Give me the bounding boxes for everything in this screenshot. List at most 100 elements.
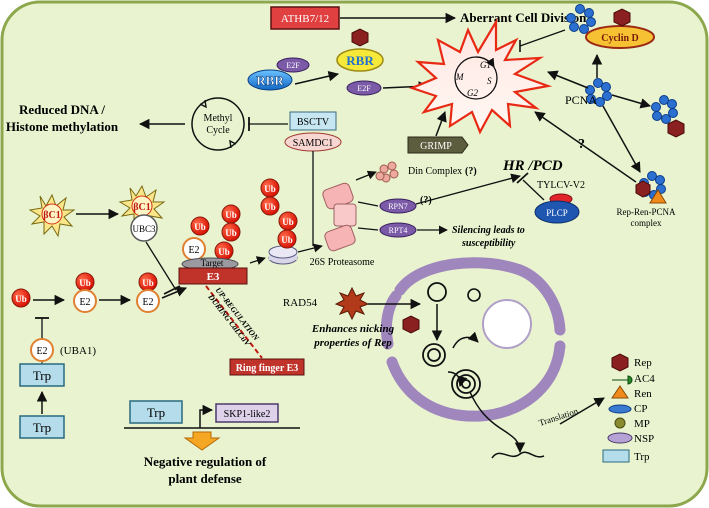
plcp-inhibit-bar bbox=[516, 172, 529, 184]
e2-to-e3-arrow bbox=[161, 286, 187, 299]
ub-chain-b: Ub bbox=[264, 202, 276, 212]
ub-chain-a: Ub bbox=[264, 184, 276, 194]
aberrant-label: Aberrant Cell Division bbox=[460, 10, 587, 25]
rep-ren-line1: Rep-Ren-PCNA bbox=[617, 207, 676, 217]
complex-to-cycle-arrow bbox=[534, 111, 637, 183]
upregulation-dashed-line bbox=[205, 285, 263, 359]
ub-complex-a: Ub bbox=[194, 222, 206, 232]
e2f-right: E2F bbox=[346, 80, 382, 96]
legend-ac4: AC4 bbox=[634, 373, 655, 385]
din-complex-label: Din Complex bbox=[408, 166, 462, 177]
ub-free: Ub bbox=[11, 288, 31, 308]
target-label: Target bbox=[201, 258, 224, 268]
e2-second: Ub E2 bbox=[136, 272, 160, 313]
pcna-cluster-top bbox=[566, 4, 596, 34]
cyclin-inhibit-line bbox=[519, 29, 566, 47]
methyl-cycle: Methyl Cycle bbox=[191, 97, 245, 151]
ubc3-badge: UBC3 bbox=[130, 214, 158, 242]
legend-rep: Rep bbox=[634, 357, 652, 369]
legend-trp: Trp bbox=[634, 451, 650, 463]
trp-box-lower: Trp bbox=[19, 415, 65, 439]
proteasome-icon bbox=[322, 182, 357, 252]
ub-free-label: Ub bbox=[15, 294, 27, 304]
e2-first: Ub E2 bbox=[73, 272, 97, 313]
legend-ren: Ren bbox=[634, 388, 652, 400]
rbr-release-arrow bbox=[294, 71, 340, 85]
e2-uba1: E2 (UBA1) bbox=[30, 338, 96, 362]
translation-arrow bbox=[559, 397, 605, 425]
din-complex-icon bbox=[375, 161, 399, 183]
proteasome-label: 26S Proteasome bbox=[310, 257, 375, 268]
rep-ren-pcna-complex: Rep-Ren-PCNA complex bbox=[617, 171, 676, 228]
nucleus bbox=[380, 257, 566, 422]
ub-complex-b: Ub bbox=[225, 210, 237, 220]
e2-uba1-label: E2 bbox=[36, 346, 47, 357]
tylcv-label: TYLCV-V2 bbox=[537, 180, 585, 191]
rep-near-pcna-icon bbox=[667, 119, 685, 138]
e2f-right-label: E2F bbox=[357, 84, 371, 93]
rad54-label: RAD54 bbox=[283, 297, 318, 309]
pcna-to-complex-arrow bbox=[602, 105, 641, 173]
legend-cp-icon bbox=[608, 404, 632, 414]
ring-finger-box: Ring finger E3 bbox=[229, 358, 305, 376]
s-label: S bbox=[487, 76, 492, 86]
cell-cycle-starburst: G1 M S G2 bbox=[408, 18, 553, 135]
legend-ren-icon bbox=[611, 385, 629, 399]
silencing-line1: Silencing leads to bbox=[452, 225, 525, 236]
plcp-inhibit-line bbox=[522, 179, 545, 201]
grimp-label: GRIMP bbox=[420, 141, 452, 152]
legend-nsp-icon bbox=[607, 432, 633, 444]
enhances-line1: Enhances nicking bbox=[311, 323, 395, 335]
transcript-path bbox=[469, 391, 526, 454]
e2-first-label: E2 bbox=[79, 297, 90, 308]
pcna-label: PCNA bbox=[565, 93, 597, 107]
ub-chain-d: Ub bbox=[281, 235, 293, 245]
hr-pcd-label: HR /PCD bbox=[502, 158, 563, 174]
g1-label: G1 bbox=[480, 60, 491, 70]
athb-label: ATHB7/12 bbox=[281, 13, 329, 25]
pcna-cluster-right bbox=[651, 95, 678, 124]
rbr-right: RBR bbox=[336, 28, 384, 72]
bsctv-box: BSCTV bbox=[289, 111, 337, 131]
legend-rep-icon bbox=[611, 353, 629, 372]
target-to-proteasome-arrow bbox=[297, 243, 323, 253]
rbr-right-label: RBR bbox=[346, 53, 374, 68]
e3-to-target-arrow bbox=[249, 256, 266, 265]
trp-skp1-label: Trp bbox=[147, 405, 165, 420]
e2-complex-label: E2 bbox=[188, 245, 199, 256]
enhances-line2: properties of Rep bbox=[313, 337, 392, 349]
bsctv-label: BSCTV bbox=[297, 117, 330, 128]
rpn7-to-hr-arrow bbox=[415, 173, 521, 205]
rbr-e2f-complex-left: E2F RBR bbox=[247, 57, 310, 91]
legend: Rep AC4 Ren CP MP NSP Trp bbox=[602, 353, 655, 463]
ub-complex-c: Ub bbox=[225, 228, 237, 238]
ub-chain-c: Ub bbox=[282, 217, 294, 227]
skp1-gene: Trp SKP1-like2 bbox=[124, 400, 300, 429]
bc1-left: βC1 bbox=[28, 193, 76, 238]
rep-in-nucleus-icon bbox=[402, 315, 420, 334]
trp-upper-label: Trp bbox=[33, 368, 51, 383]
proteasome-rpt4-link bbox=[357, 227, 379, 231]
tylcv-v2: TYLCV-V2 PLCP bbox=[534, 180, 585, 224]
proteasome-to-din-arrow bbox=[355, 170, 377, 181]
samdc1-label: SAMDC1 bbox=[293, 138, 334, 149]
down-arrow-icon bbox=[183, 431, 221, 451]
e3-complex: E2 Ub Ub Ub Ub Target E3 bbox=[178, 204, 248, 285]
ring-finger-label: Ring finger E3 bbox=[236, 363, 299, 374]
pcna-right-arrow bbox=[611, 94, 652, 109]
grimp-to-cycle-arrow bbox=[435, 111, 447, 137]
grimp-box: GRIMP bbox=[407, 136, 469, 154]
proteasome-rpn7-link bbox=[357, 201, 379, 207]
samdc1-box: SAMDC1 bbox=[284, 132, 342, 152]
silencing-line2: susceptibility bbox=[461, 238, 516, 249]
trp-lower-label: Trp bbox=[33, 420, 51, 435]
reduced-dna-line1: Reduced DNA / bbox=[19, 102, 105, 117]
bc1-left-label: βC1 bbox=[43, 210, 61, 221]
negative-line1: Negative regulation of bbox=[144, 454, 267, 469]
ubc3-label: UBC3 bbox=[132, 224, 156, 234]
cyclin-d-label: Cyclin D bbox=[601, 33, 639, 44]
rad54-icon bbox=[334, 286, 370, 321]
ub-e2-second: Ub bbox=[142, 278, 154, 288]
